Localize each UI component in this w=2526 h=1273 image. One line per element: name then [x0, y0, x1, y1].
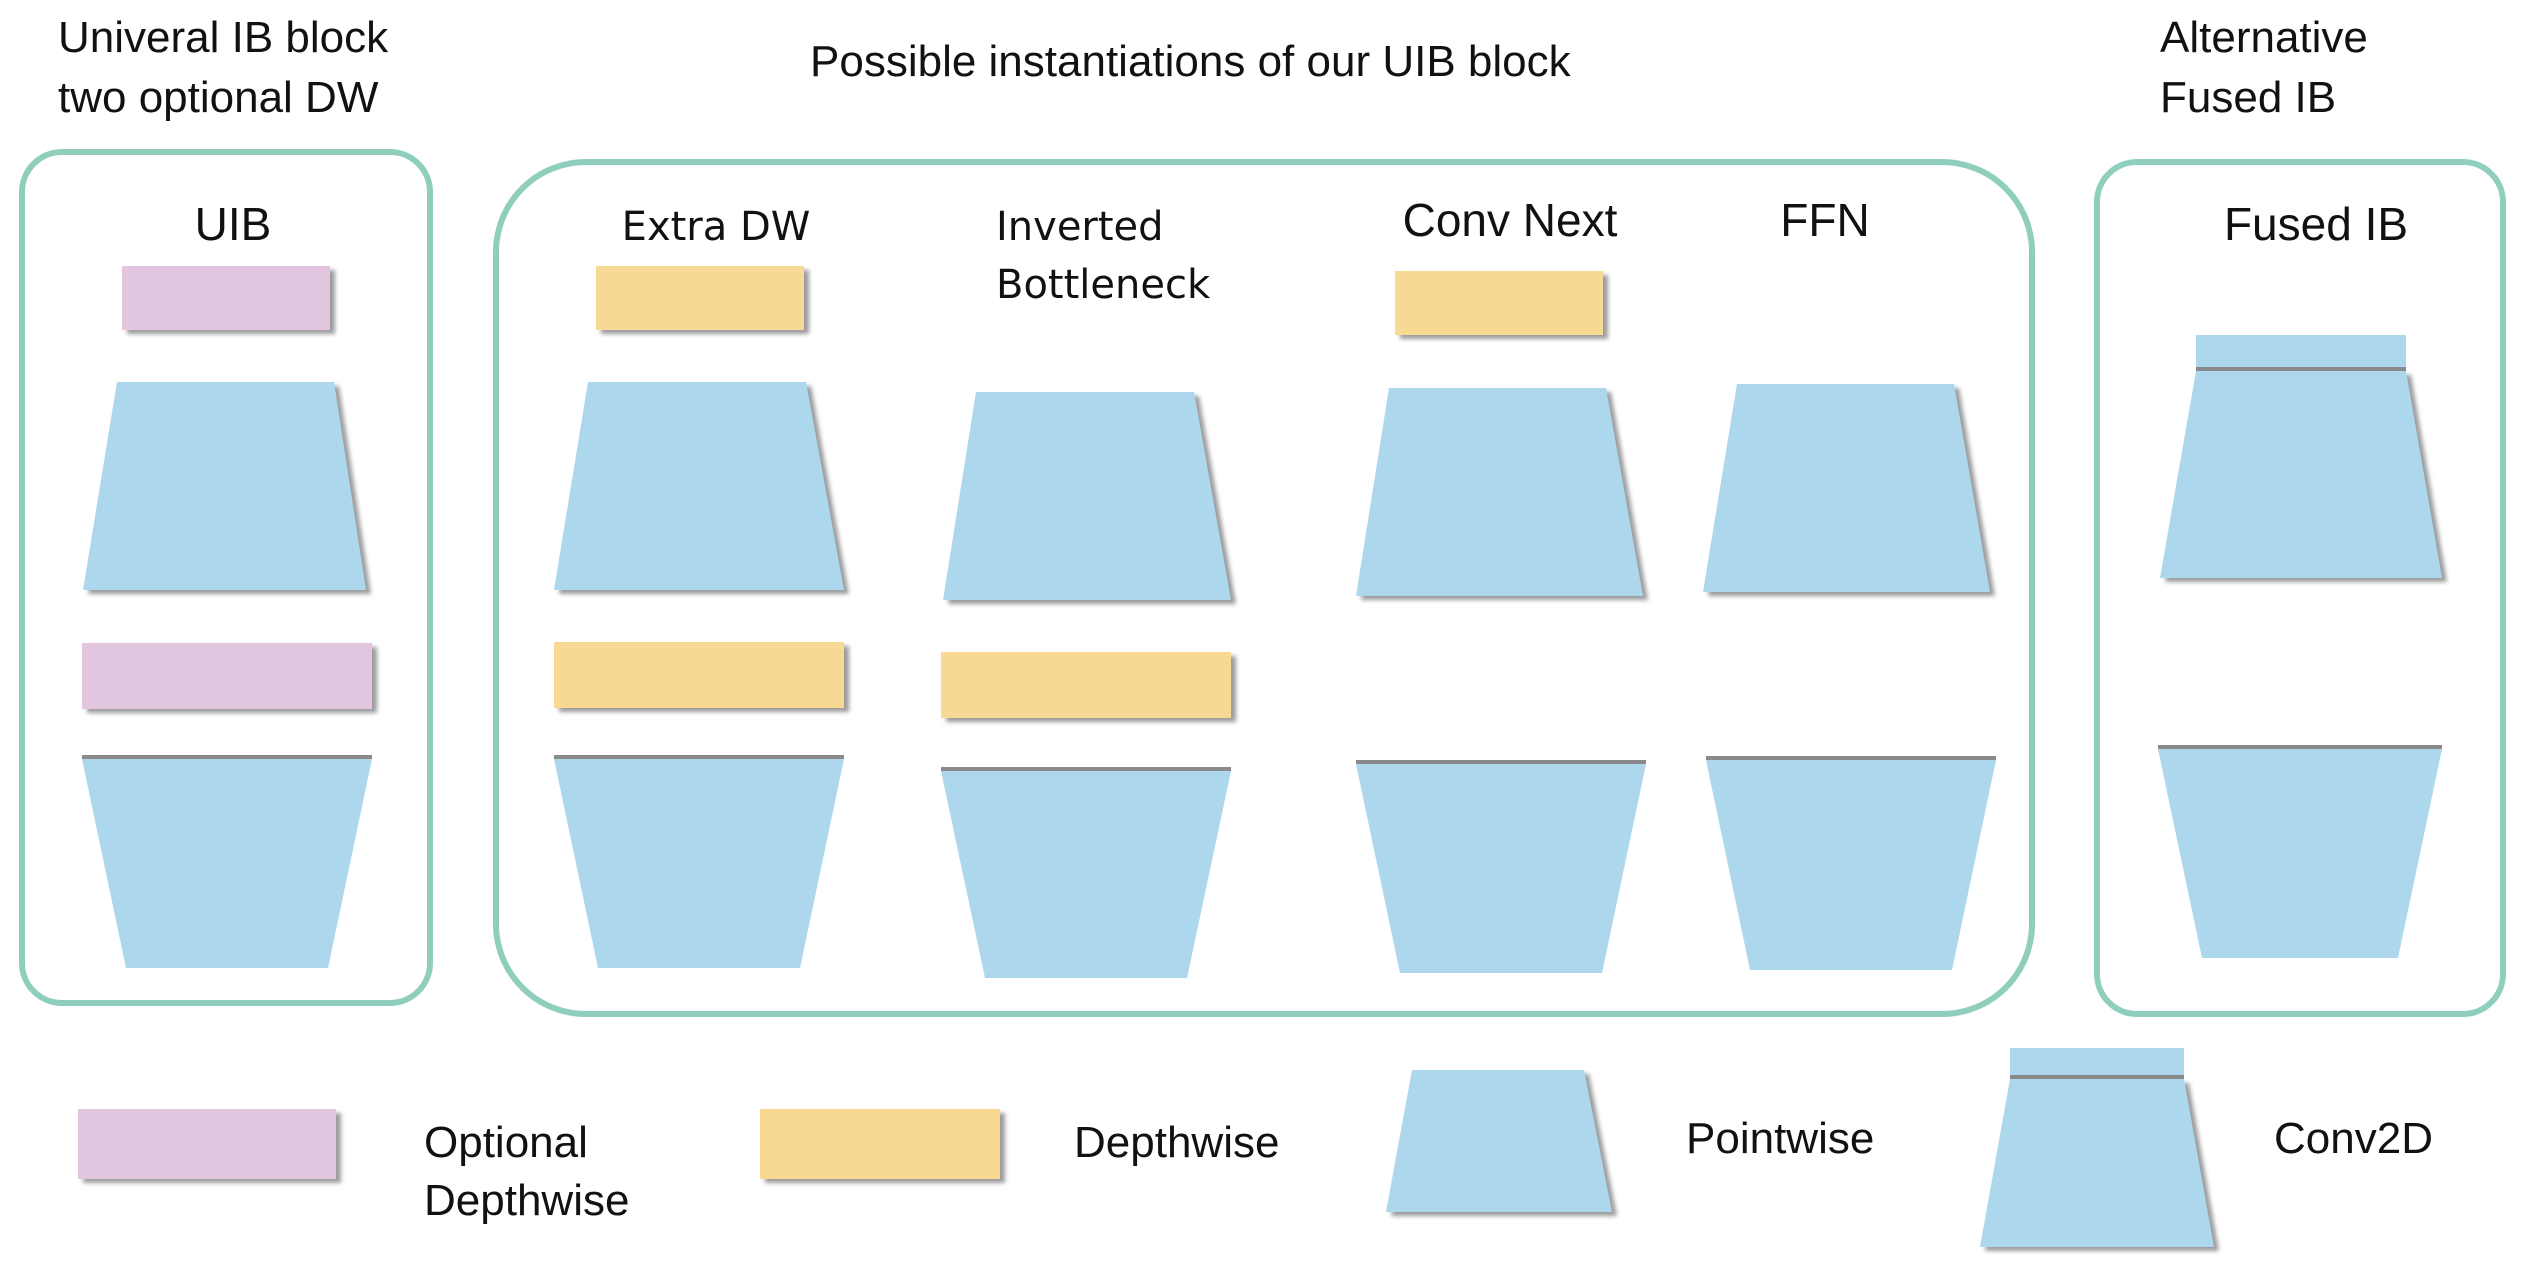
- legend-conv2d-swatch: [1980, 1079, 2214, 1247]
- legend-conv2d-cap: [2010, 1048, 2184, 1076]
- inverted-bottleneck-title-line2: Bottleneck: [996, 262, 1211, 308]
- instantiations-group-frame: [493, 159, 2035, 1017]
- uib-column-title: UIB: [195, 198, 272, 250]
- optional-depthwise-block-middle: [82, 643, 372, 709]
- ib-pointwise-expansion: [943, 392, 1231, 600]
- legend-conv2d-label: Conv2D: [2274, 1114, 2433, 1163]
- inverted-bottleneck-title-line1: Inverted: [996, 204, 1164, 250]
- ffn-pointwise-expansion: [1703, 384, 1990, 592]
- legend-optional-depthwise-swatch: [78, 1109, 336, 1179]
- legend-optional-depthwise-label-line2: Depthwise: [424, 1176, 629, 1225]
- uib-group-frame: [19, 149, 433, 1006]
- ffn-pointwise-projection: [1706, 760, 1996, 970]
- uib-header-line1: Univeral IB block: [58, 13, 389, 62]
- legend-pointwise-label: Pointwise: [1686, 1114, 1874, 1163]
- fused-ib-conv2d-cap: [2196, 335, 2406, 367]
- fused-ib-column-title: Fused IB: [2224, 198, 2408, 250]
- optional-depthwise-block-top: [122, 266, 330, 330]
- fused-ib-pointwise-projection: [2158, 749, 2442, 958]
- conv-next-column-title: Conv Next: [1403, 194, 1618, 246]
- extra-dw-depthwise-middle: [554, 642, 844, 708]
- convnext-pointwise-projection: [1356, 764, 1646, 973]
- instantiations-header: Possible instantiations of our UIB block: [810, 37, 1572, 86]
- extra-dw-pointwise-expansion: [554, 382, 844, 590]
- fused-ib-group-frame: [2094, 159, 2506, 1017]
- convnext-pointwise-expansion: [1356, 388, 1643, 596]
- pointwise-projection-block: [82, 759, 372, 968]
- alt-header-line1: Alternative: [2160, 13, 2368, 62]
- alt-header-line2: Fused IB: [2160, 73, 2336, 122]
- ib-depthwise-middle: [941, 652, 1231, 718]
- convnext-depthwise-top: [1395, 271, 1603, 335]
- uib-header-line2: two optional DW: [58, 73, 379, 122]
- extra-dw-pointwise-projection: [554, 759, 844, 968]
- extra-dw-column-title: Extra DW: [622, 204, 811, 250]
- legend-depthwise-swatch: [760, 1109, 1000, 1179]
- ffn-column-title: FFN: [1780, 194, 1869, 246]
- legend-depthwise-label: Depthwise: [1074, 1118, 1279, 1167]
- pointwise-expansion-block: [83, 382, 366, 590]
- ib-pointwise-projection: [941, 771, 1231, 978]
- fused-ib-conv2d-block: [2160, 371, 2442, 578]
- extra-dw-depthwise-top: [596, 266, 804, 330]
- legend-pointwise-swatch: [1386, 1070, 1612, 1212]
- legend-optional-depthwise-label-line1: Optional: [424, 1118, 588, 1167]
